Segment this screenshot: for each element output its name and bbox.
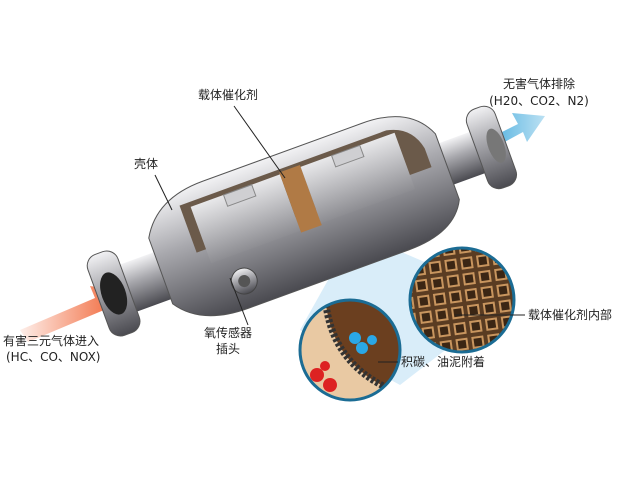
label-carbon-deposit: 积碳、油泥附着 [401,355,486,369]
leader-lines [154,105,525,363]
label-harmful-in-gases: (HC、CO、NOX) [6,350,101,364]
label-harmless-out-gases: (H20、CO2、N2) [489,94,589,108]
converter-body [86,105,518,337]
label-catalyst-carrier: 载体催化剂 [198,88,259,102]
label-harmless-out-title: 无害气体排除 [502,77,575,91]
label-catalyst-interior: 载体催化剂内部 [528,308,613,322]
label-oxygen-sensor-plug: 插头 [215,342,240,356]
label-shell: 壳体 [134,157,159,171]
label-oxygen-sensor: 氧传感器 [203,326,252,340]
carbon-deposit-zoom [300,300,400,400]
label-harmful-in-title: 有害三元气体进入 [3,334,100,348]
